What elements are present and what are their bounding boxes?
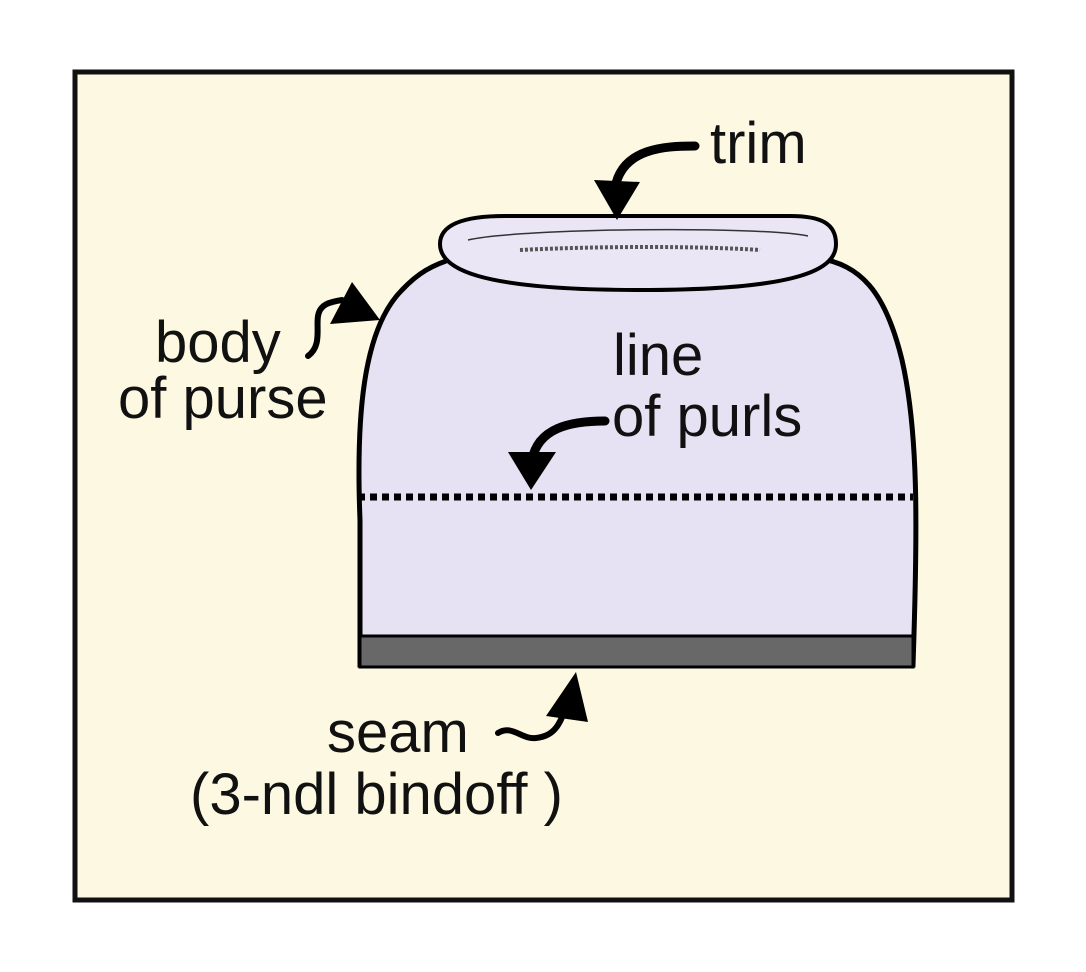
squiggle-arrow-up-right-icon	[495, 672, 588, 742]
trim-ring	[437, 214, 839, 293]
body-label-line2: of purse	[118, 366, 328, 431]
curved-arrow-down-icon	[594, 141, 700, 220]
squiggle-arrow-up-right-icon	[305, 282, 380, 359]
purls-label-line1: line	[613, 323, 703, 388]
body-label-line1: body	[155, 310, 281, 375]
purls-label-line2: of purls	[612, 384, 802, 449]
seam-label-line1: seam	[327, 700, 469, 765]
trim-label: trim	[710, 111, 807, 176]
purse-body	[356, 255, 919, 668]
seam-label-line2: (3-ndl bindoff )	[190, 762, 563, 827]
seam-band	[358, 634, 915, 669]
curved-arrow-down-icon	[508, 416, 610, 490]
